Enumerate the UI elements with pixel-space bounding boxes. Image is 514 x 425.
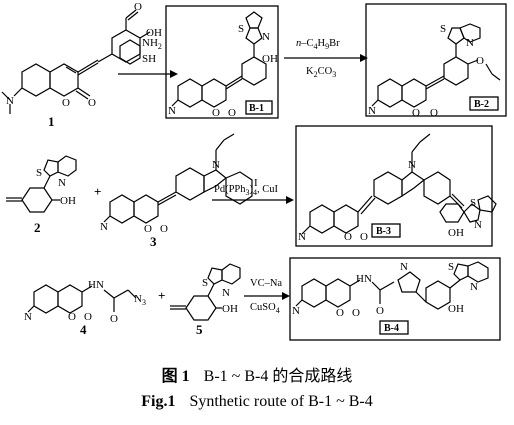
- arrow-head-1: [170, 70, 178, 78]
- reagent-k2co3: K2CO3: [306, 66, 336, 79]
- atom-n-triazole-b4: N: [400, 261, 408, 273]
- atom-n-b3: N: [298, 231, 306, 243]
- compound-label-b3: B-3: [376, 226, 391, 237]
- atom-n2-b2: N: [466, 37, 474, 49]
- atom-o2-4: O: [84, 311, 92, 323]
- box-b3: [295, 125, 493, 247]
- atom-n2-b4: N: [470, 281, 478, 293]
- atom-oh-b1: OH: [262, 53, 278, 65]
- tag-box-b2: [469, 96, 499, 111]
- box-b4: [289, 257, 501, 341]
- atom-hn-4: HN: [88, 279, 104, 291]
- compound-3-structure: [103, 133, 253, 224]
- atom-n-b2: N: [368, 105, 376, 117]
- caption-en-fig: Fig.1: [141, 393, 176, 410]
- atom-oh-5: OH: [222, 303, 238, 315]
- compound-label-b2: B-2: [474, 99, 489, 110]
- atom-sh: SH: [142, 53, 156, 65]
- atom-i-3: I: [254, 177, 258, 189]
- atom-o2-b1: O: [228, 107, 236, 119]
- box-b2: [365, 3, 507, 117]
- atom-s-b2: S: [440, 23, 446, 35]
- atom-o-aldehyde-1: O: [134, 1, 142, 13]
- atom-n-2: N: [58, 177, 66, 189]
- compound-b4-structure: [295, 261, 489, 310]
- atom-o-carbonyl-1: O: [88, 97, 96, 109]
- atom-s-b4: S: [448, 261, 454, 273]
- atom-s-5: S: [202, 277, 208, 289]
- tag-box-b1: [245, 100, 273, 115]
- compound-label-3: 3: [150, 234, 157, 249]
- compound-b1-structure: [171, 11, 267, 108]
- arrow-head-2: [360, 54, 368, 62]
- atom-hn-b4: HN: [356, 273, 372, 285]
- atom-n-carbazole-3: N: [212, 159, 220, 171]
- reagent-cuso4: CuSO4: [250, 302, 280, 315]
- atom-oh-b3: OH: [448, 227, 464, 239]
- caption-cn-text: B-1 ~ B-4 的合成路线: [203, 368, 353, 385]
- atom-o2-3: O: [160, 223, 168, 235]
- compound-label-4: 4: [80, 322, 87, 337]
- atom-o-b4: O: [336, 307, 344, 319]
- atom-s-b3: S: [470, 197, 476, 209]
- caption-chinese: 图 1 B-1 ~ B-4 的合成路线: [0, 362, 514, 386]
- atom-n-4: N: [24, 311, 32, 323]
- caption-en-text: Synthetic route of B-1 ~ B-4: [189, 393, 373, 410]
- atom-o2-b4: O: [352, 307, 360, 319]
- compound-2-structure: [6, 155, 77, 213]
- arrow-head-4: [282, 292, 290, 300]
- atom-oh-b4: OH: [448, 303, 464, 315]
- compound-b2-structure: [371, 23, 501, 108]
- atom-o3-b4: O: [376, 305, 384, 317]
- atom-o-ring-1: O: [62, 97, 70, 109]
- caption-cn-fig: 图 1: [161, 368, 190, 385]
- compound-label-1: 1: [48, 114, 55, 129]
- atom-n2-b3: N: [474, 219, 482, 231]
- compound-1-structure: [1, 9, 151, 114]
- atom-n-1: N: [6, 95, 14, 107]
- atom-o-b1: O: [212, 107, 220, 119]
- reagent-aminothiophenol: [119, 39, 141, 65]
- caption-english: Fig.1 Synthetic route of B-1 ~ B-4: [0, 393, 514, 411]
- compound-label-b1: B-1: [249, 103, 264, 114]
- atom-n-5: N: [222, 287, 230, 299]
- tag-box-b4: [379, 320, 409, 335]
- tag-box-b3: [371, 223, 401, 238]
- compound-label-b4: B-4: [384, 323, 399, 334]
- atom-o-b3: O: [344, 231, 352, 243]
- atom-o3-b2: O: [476, 55, 484, 67]
- plus-sign-1: +: [94, 184, 101, 199]
- atom-o-b2: O: [412, 107, 420, 119]
- arrow-head-3: [286, 196, 294, 204]
- reaction-scheme: N O O OH O 1 NH2 SH N O O OH S N B-1 n–C…: [1, 1, 507, 341]
- reagent-vc-na: VC–Na: [250, 278, 282, 289]
- compound-4-structure: [27, 284, 137, 314]
- atom-oh-2: OH: [60, 195, 76, 207]
- reagent-butylbromide: n–C4H9Br: [296, 38, 340, 51]
- atom-o2-b3: O: [360, 231, 368, 243]
- compound-5-structure: [170, 263, 241, 321]
- atom-o3-4: O: [110, 313, 118, 325]
- plus-sign-2: +: [158, 288, 165, 303]
- atom-nh2: NH2: [142, 37, 162, 51]
- atom-n-b4: N: [292, 305, 300, 317]
- atom-n2-b1: N: [262, 31, 270, 43]
- compound-label-2: 2: [34, 220, 41, 235]
- atom-o-3: O: [144, 223, 152, 235]
- compound-label-5: 5: [196, 322, 203, 337]
- atom-s-2: S: [36, 167, 42, 179]
- reagent-pd-cui: Pd(PPh3)4, CuI: [214, 184, 279, 197]
- compound-b3-structure: [301, 133, 497, 235]
- atom-n3-4: N3: [134, 293, 146, 307]
- atom-o-4: O: [68, 311, 76, 323]
- atom-n-carbazole-b3: N: [408, 159, 416, 171]
- atom-o2-b2: O: [430, 107, 438, 119]
- box-b1: [165, 5, 279, 119]
- atom-s-b1: S: [238, 23, 244, 35]
- atom-n-3: N: [100, 221, 108, 233]
- atom-oh-1: OH: [146, 27, 162, 39]
- atom-n-b1: N: [168, 105, 176, 117]
